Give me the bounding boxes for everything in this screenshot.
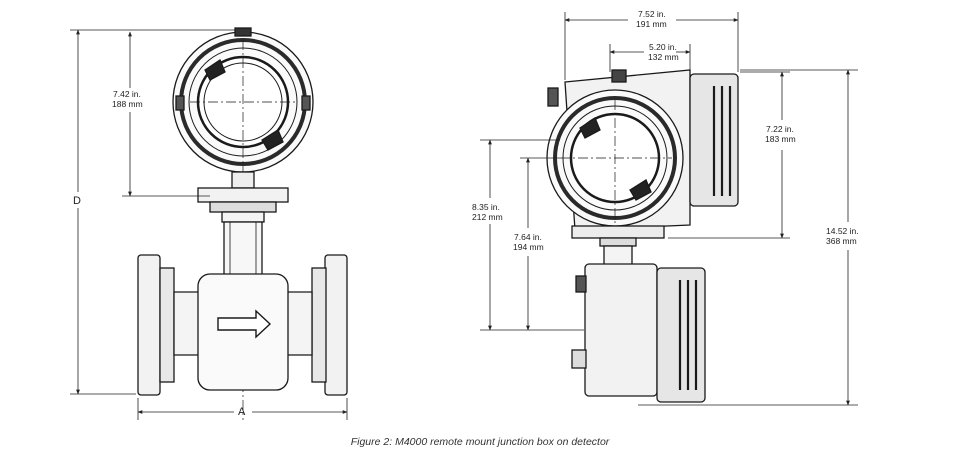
dim-upper-mm: 183 mm [765,134,796,144]
dim-inner-mm: 194 mm [513,242,544,252]
right-meter-drawing [546,69,739,403]
dimension-d-label: D [73,195,81,207]
dim-total-mm: 368 mm [826,236,857,246]
dim-box-in: 5.20 in. [649,42,677,52]
dim-width-mm: 191 mm [636,19,667,29]
dim-width-in: 7.52 in. [638,9,666,19]
left-dimension-lines [70,29,348,420]
figure-caption: Figure 2: M4000 remote mount junction bo… [350,436,610,448]
dim-inner-in: 7.64 in. [514,232,542,242]
dimension-a-label: A [238,406,246,418]
dim-outer-in: 8.35 in. [472,202,500,212]
dim-total-in: 14.52 in. [826,226,859,236]
right-dimension-lines [480,12,858,406]
dim-upper-in: 7.22 in. [766,124,794,134]
left-meter-drawing [137,27,348,420]
dim-box-mm: 132 mm [648,52,679,62]
dim-outer-mm: 212 mm [472,212,503,222]
dim-head-mm: 188 mm [112,99,143,109]
dim-head-in: 7.42 in. [113,89,141,99]
